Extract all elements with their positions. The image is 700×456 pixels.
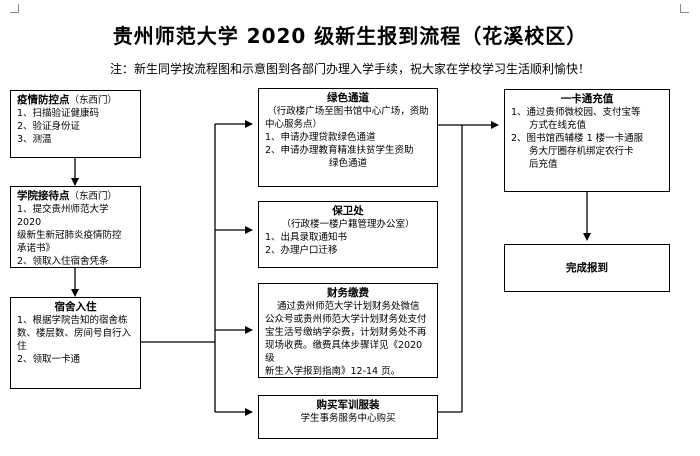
step-college-item: 2、领取入住宿舍凭条: [17, 256, 109, 267]
step-card-title: 一卡通充值: [560, 93, 614, 105]
step-dorm-item: 数、楼层数、房间号自行入: [17, 328, 132, 339]
step-college-item: 级新生新冠肺炎疫情防控: [17, 230, 122, 241]
step-green-box: 绿色通道 （行政楼广场至图书馆中心广场，资助 中心服务点） 1、申请办理贷款绿色…: [258, 88, 438, 187]
step-epidemic-box: 疫情防控点（东西门） 1、扫描验证健康码 2、验证身份证 3、测温: [10, 90, 141, 158]
corner-mark-top-left: [10, 4, 19, 13]
step-green-location: （行政楼广场至图书馆中心广场，资助: [267, 106, 429, 117]
step-military-box: 购买军训服装 学生事务服务中心购买: [258, 395, 438, 439]
step-college-title: 学院接待点: [17, 190, 70, 202]
step-dorm-title: 宿舍入住: [54, 301, 97, 313]
step-security-box: 保卫处 （行政楼一楼户籍管理办公室） 1、出具录取通知书 2、办理户口迁移: [258, 201, 438, 268]
step-complete-title: 完成报到: [566, 261, 608, 274]
step-epidemic-location: （东西门）: [69, 95, 118, 106]
step-security-title: 保卫处: [332, 205, 364, 217]
step-dorm-item: 住: [17, 341, 27, 352]
step-college-item: 1、提交贵州师范大学 2020: [17, 204, 109, 228]
step-military-title: 购买军训服装: [316, 399, 380, 411]
step-security-item: 2、办理户口迁移: [265, 245, 338, 256]
step-finance-line: 公众号或贵州师范大学计划财务处支付: [265, 314, 427, 325]
step-dorm-box: 宿舍入住 1、根据学院告知的宿舍栋 数、楼层数、房间号自行入 住 2、领取一卡通: [10, 297, 141, 389]
step-green-item: 1、申请办理贷款绿色通道: [265, 132, 376, 143]
step-card-item: 1、通过贵师微校园、支付宝等: [511, 107, 641, 118]
step-card-item: 后充值: [529, 159, 558, 170]
step-green-title: 绿色通道: [327, 92, 369, 104]
corner-mark-top-right: [680, 4, 689, 13]
step-green-location: 中心服务点）: [265, 119, 323, 130]
step-epidemic-item: 1、扫描验证健康码: [17, 108, 100, 119]
step-finance-line: 宝生活号缴纳学杂费，计划财务处不再: [265, 327, 427, 338]
step-epidemic-item: 3、测温: [17, 134, 52, 145]
step-green-item: 2、申请办理教育精准扶贫学生资助: [265, 145, 414, 156]
step-epidemic-item: 2、验证身份证: [17, 121, 81, 132]
page-note: 注：新生同学按流程图和示意图到各部门办理入学手续，祝大家在学校学习生活顺利愉快！: [109, 62, 590, 76]
step-dorm-item: 2、领取一卡通: [17, 354, 81, 365]
step-college-item: 承诺书》: [17, 243, 56, 254]
step-security-location: （行政楼一楼户籍管理办公室）: [281, 219, 415, 230]
step-finance-box: 财务缴费 通过贵州师范大学计划财务处微信 公众号或贵州师范大学计划财务处支付 宝…: [258, 283, 438, 378]
step-card-item: 2、图书馆西辅楼 1 楼一卡通服: [511, 133, 644, 144]
step-card-item: 方式在线充值: [529, 120, 587, 131]
step-card-box: 一卡通充值 1、通过贵师微校园、支付宝等 方式在线充值 2、图书馆西辅楼 1 楼…: [504, 89, 670, 192]
step-finance-line: 通过贵州师范大学计划财务处微信: [277, 301, 420, 312]
step-college-location: （东西门）: [69, 191, 118, 202]
step-military-line: 学生事务服务中心购买: [300, 413, 396, 424]
step-dorm-item: 1、根据学院告知的宿舍栋: [17, 315, 128, 326]
step-green-item: 绿色通道: [328, 158, 367, 169]
step-complete-box: 完成报到: [504, 244, 670, 292]
page-title: 贵州师范大学 2020 级新生报到流程（花溪校区）: [112, 24, 588, 48]
step-card-item: 务大厅圈存机绑定农行卡: [529, 146, 634, 157]
step-finance-title: 财务缴费: [327, 287, 369, 299]
step-security-item: 1、出具录取通知书: [265, 232, 348, 243]
step-epidemic-title: 疫情防控点: [17, 94, 70, 106]
step-college-box: 学院接待点（东西门） 1、提交贵州师范大学 2020 级新生新冠肺炎疫情防控 承…: [10, 186, 141, 268]
step-finance-line: 新生入学报到指南》12-14 页。: [265, 366, 401, 377]
step-finance-line: 现场收费。缴费具体步骤详见《2020 级: [265, 340, 423, 364]
